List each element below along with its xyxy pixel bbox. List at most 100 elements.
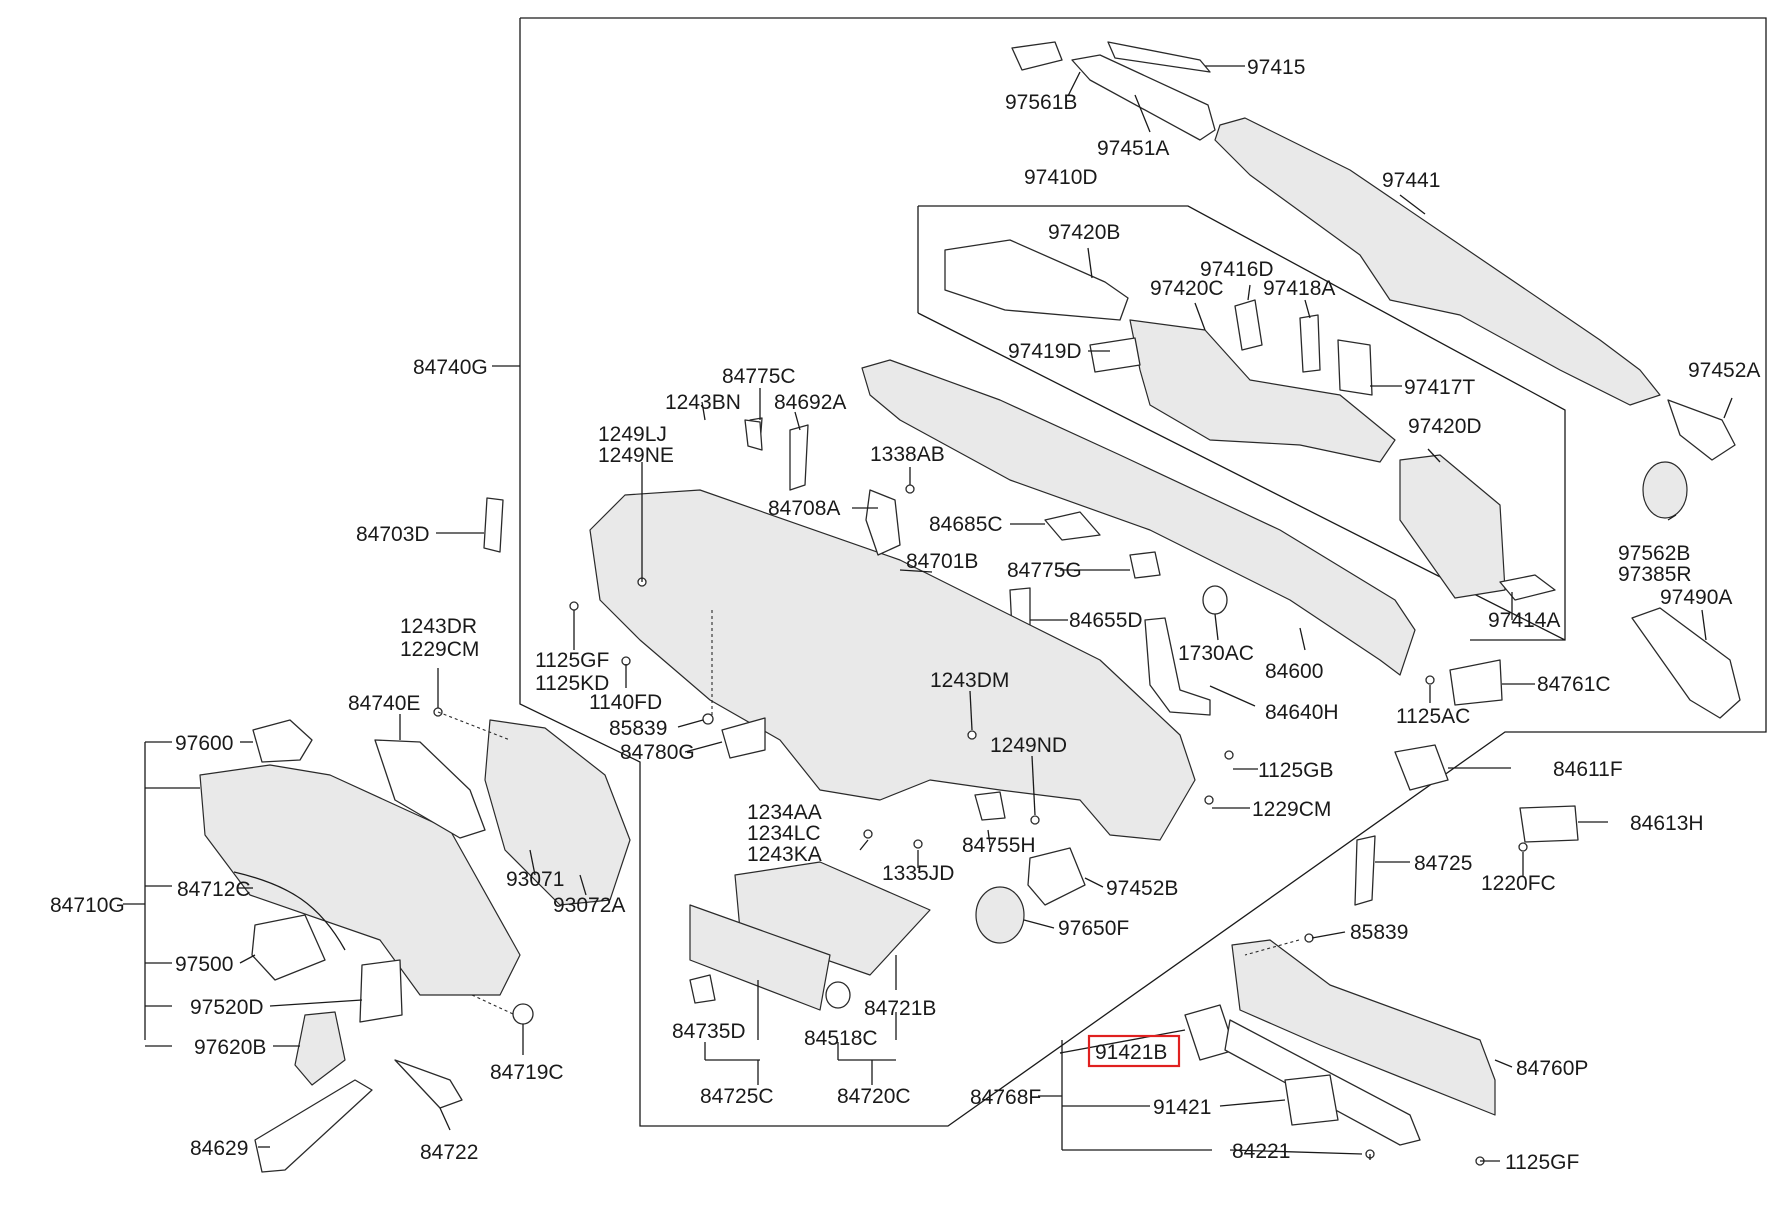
label-1125gb: 1125GB	[1258, 759, 1334, 782]
label-97420b: 97420B	[1048, 221, 1120, 244]
label-97451a: 97451A	[1097, 137, 1169, 160]
label-1125gf-right: 1125GF	[1505, 1151, 1579, 1174]
part-97451a	[1071, 54, 1216, 141]
part-97650f	[975, 886, 1025, 944]
part-84761c	[1449, 659, 1503, 706]
label-1730ac: 1730AC	[1178, 642, 1254, 665]
label-84629: 84629	[190, 1137, 248, 1160]
label-97385r: 97385R	[1618, 563, 1692, 586]
fastener-85839-left	[702, 713, 714, 725]
part-84710g	[199, 764, 521, 996]
part-97490a	[1631, 607, 1741, 719]
label-84755h: 84755H	[962, 834, 1036, 857]
label-1220fc: 1220FC	[1481, 872, 1556, 895]
label-1338ab: 1338AB	[870, 443, 945, 466]
part-1730ac	[1202, 585, 1228, 615]
part-84600	[861, 359, 1416, 676]
label-97520d: 97520D	[190, 996, 264, 1019]
part-97452a	[1667, 399, 1736, 461]
fastener-1125gf-left	[569, 601, 579, 611]
part-97416d	[1234, 299, 1263, 351]
part-97420b	[944, 239, 1129, 321]
part-84613h	[1519, 805, 1579, 843]
label-1243bn: 1243BN	[665, 391, 741, 414]
label-84740g: 84740G	[413, 356, 488, 379]
part-97420c	[1129, 319, 1396, 463]
part-84629	[254, 1079, 373, 1173]
label-97416d: 97416D	[1200, 258, 1274, 281]
part-84708a	[865, 489, 901, 556]
fastener-1234aa	[863, 829, 873, 839]
label-84655d: 84655D	[1069, 609, 1143, 632]
label-91421: 91421	[1153, 1096, 1211, 1119]
label-97500: 97500	[175, 953, 233, 976]
label-84775g: 84775G	[1007, 559, 1082, 582]
part-glovebox-latch	[689, 974, 716, 1004]
part-97418a	[1299, 314, 1321, 373]
part-84703d	[483, 497, 504, 553]
part-97520d	[359, 959, 403, 1023]
part-97417t	[1337, 339, 1373, 396]
part-97600	[252, 719, 313, 763]
label-97441: 97441	[1382, 169, 1440, 192]
label-84775c: 84775C	[722, 365, 796, 388]
label-1249lj: 1249LJ	[598, 423, 667, 446]
label-1229cm-right: 1229CM	[1252, 798, 1331, 821]
part-97441	[1214, 117, 1661, 406]
label-84735d: 84735D	[672, 1020, 746, 1043]
label-84712c: 84712C	[177, 878, 251, 901]
label-1125gf-left: 1125GF	[535, 649, 609, 672]
part-84722	[394, 1059, 463, 1109]
label-84708a: 84708A	[768, 497, 840, 520]
part-84775c	[744, 419, 763, 451]
part-97414a	[1499, 574, 1556, 601]
fastener-85839-right	[1304, 933, 1314, 943]
label-97410d: 97410D	[1024, 166, 1098, 189]
label-84703d: 84703D	[356, 523, 430, 546]
label-97561b: 97561B	[1005, 91, 1077, 114]
label-97415: 97415	[1247, 56, 1305, 79]
label-84640h: 84640H	[1265, 701, 1339, 724]
part-97561b	[1011, 41, 1063, 71]
fastener-1335jd	[913, 839, 923, 849]
label-84768f: 84768F	[970, 1086, 1041, 1109]
label-84611f: 84611F	[1553, 758, 1623, 781]
part-84701b	[589, 489, 1196, 841]
part-84640h	[1144, 617, 1211, 716]
label-97420c: 97420C	[1150, 277, 1224, 300]
part-91421	[1284, 1074, 1339, 1126]
part-labels: 97415 97561B 97451A 97441 97410D 97420B …	[50, 56, 1760, 1174]
label-84719c: 84719C	[490, 1061, 564, 1084]
label-1249nd: 1249ND	[990, 734, 1067, 757]
part-84735d	[689, 904, 831, 1011]
label-84721b: 84721B	[864, 997, 936, 1020]
label-84710g: 84710G	[50, 894, 125, 917]
fastener-1338ab	[905, 484, 915, 494]
fastener-1249nd	[1030, 815, 1040, 825]
label-97417t: 97417T	[1404, 376, 1475, 399]
fastener-1243dm	[967, 730, 977, 740]
part-84760p	[1231, 939, 1496, 1116]
label-97562b: 97562B	[1618, 542, 1690, 565]
part-84518c	[825, 981, 851, 1009]
part-97562b	[1642, 461, 1688, 519]
part-84692a	[789, 424, 809, 491]
label-84221: 84221	[1232, 1140, 1290, 1163]
label-97650f: 97650F	[1058, 917, 1129, 940]
part-84611f	[1394, 744, 1449, 791]
fastener-1140fd	[621, 656, 631, 666]
part-shapes	[199, 41, 1741, 1173]
label-1125ac: 1125AC	[1396, 705, 1470, 728]
part-84780g	[721, 717, 766, 759]
label-97452b: 97452B	[1106, 877, 1178, 900]
label-97418a: 97418A	[1263, 277, 1335, 300]
label-97452a: 97452A	[1688, 359, 1760, 382]
label-84760p: 84760P	[1516, 1057, 1588, 1080]
label-84518c: 84518C	[804, 1027, 878, 1050]
label-84600: 84600	[1265, 660, 1323, 683]
part-97500	[251, 914, 326, 981]
label-97600: 97600	[175, 732, 233, 755]
label-1243ka: 1243KA	[747, 843, 822, 866]
label-97420d: 97420D	[1408, 415, 1482, 438]
